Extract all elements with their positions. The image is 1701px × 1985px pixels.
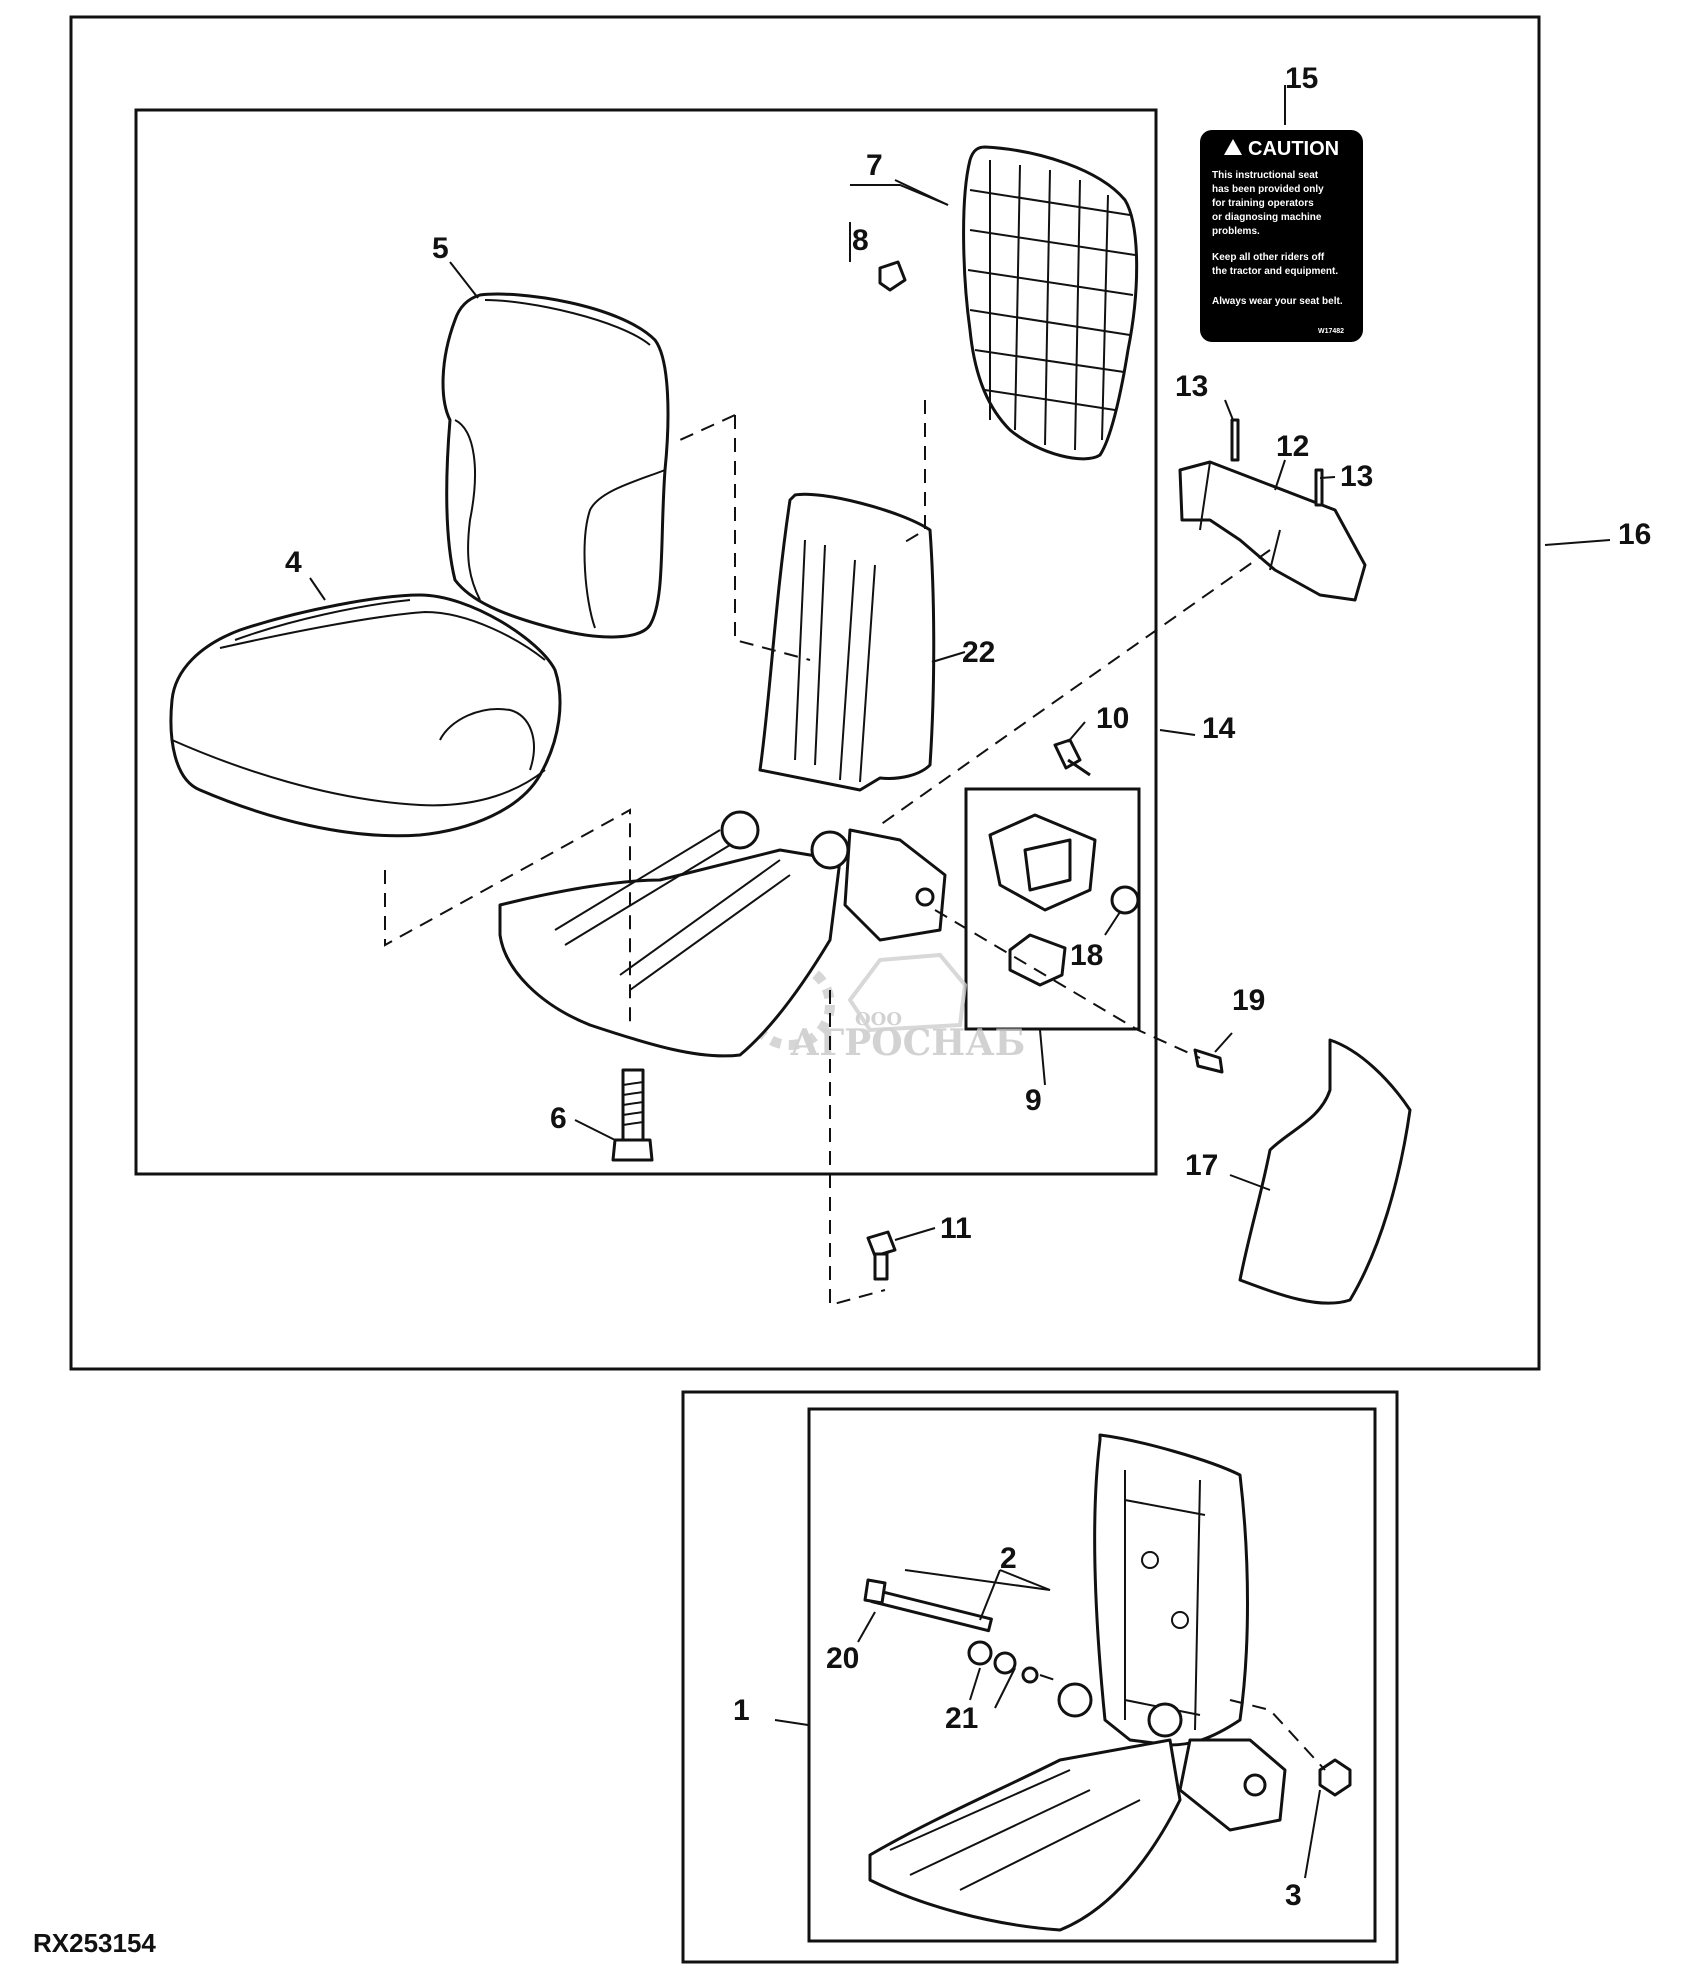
callout-8: 8 [852, 224, 869, 257]
callout-1: 1 [733, 1694, 750, 1727]
screw-13a [1230, 418, 1240, 462]
callout-19: 19 [1232, 984, 1265, 1017]
caution-line7: the tractor and equipment. [1212, 266, 1338, 277]
callout-7: 7 [866, 149, 883, 182]
callout-numbers: 1 2 3 4 5 6 7 8 9 10 11 12 13 13 14 15 1… [285, 62, 1651, 1912]
callout-20: 20 [826, 1642, 859, 1675]
callout-10: 10 [1096, 702, 1129, 735]
caution-decal: CAUTION This instructional seat has been… [1200, 130, 1363, 342]
seat-belt-buckle [988, 813, 1140, 987]
callout-13a: 13 [1175, 370, 1208, 403]
caution-header: CAUTION [1248, 138, 1339, 160]
seat-base-plate [498, 810, 947, 1058]
seat-cushion [169, 593, 562, 838]
callout-16: 16 [1618, 518, 1651, 551]
caution-line8: Always wear your seat belt. [1212, 296, 1343, 307]
bolt-10 [1053, 738, 1091, 777]
seat-frame [758, 492, 936, 792]
callout-14: 14 [1202, 712, 1236, 745]
bracket-detail [1199, 461, 1281, 571]
callout-21: 21 [945, 1702, 978, 1735]
main-assembly-frame [69, 15, 1541, 1371]
callout-18: 18 [1070, 939, 1103, 972]
assembly-lines [384, 400, 1326, 1771]
bolt-6 [611, 1068, 654, 1162]
bolt-11 [866, 1230, 897, 1281]
watermark-small: ООО [855, 1009, 902, 1030]
callout-15: 15 [1285, 62, 1318, 95]
bolt-20 [863, 1578, 993, 1633]
alt-frame-outer [681, 1390, 1399, 1964]
watermark-brand: АГРОСНАБ [790, 1022, 1025, 1064]
nut-3 [1318, 1758, 1352, 1797]
alt-seat-frame [868, 1433, 1287, 1932]
callout-2: 2 [1000, 1542, 1017, 1575]
spacer-21c [1021, 1666, 1039, 1684]
caution-part-code: W17482 [1318, 328, 1344, 335]
callout-11: 11 [940, 1212, 972, 1245]
washer-21a [967, 1640, 993, 1666]
caution-line6: Keep all other riders off [1212, 252, 1325, 263]
seat-belt-inset-box [964, 787, 1141, 1031]
callout-12: 12 [1276, 430, 1309, 463]
screw-13b [1314, 468, 1324, 507]
callout-13b: 13 [1340, 460, 1373, 493]
caution-line5: problems. [1212, 226, 1260, 237]
clip [878, 260, 907, 292]
callout-5: 5 [432, 232, 449, 265]
washer-21b [993, 1651, 1017, 1675]
side-shield [1238, 1038, 1412, 1305]
caution-line4: or diagnosing machine [1212, 212, 1322, 223]
callout-3: 3 [1285, 1879, 1302, 1912]
callout-6: 6 [550, 1102, 567, 1135]
alt-frame-inner [807, 1407, 1377, 1943]
leader-lines [309, 85, 1611, 1879]
back-panel [962, 145, 1139, 461]
callout-22: 22 [962, 636, 995, 669]
seat-group-frame [134, 108, 1158, 1176]
bolt-19 [1193, 1048, 1224, 1074]
callout-4: 4 [285, 546, 302, 579]
callout-17: 17 [1185, 1149, 1218, 1182]
backrest-cushion [441, 292, 670, 639]
figure-id: RX253154 [33, 1928, 156, 1958]
caution-line3: for training operators [1212, 198, 1314, 209]
caution-line2: has been provided only [1212, 184, 1324, 195]
callout-9: 9 [1025, 1084, 1042, 1117]
caution-line1: This instructional seat [1212, 170, 1319, 181]
